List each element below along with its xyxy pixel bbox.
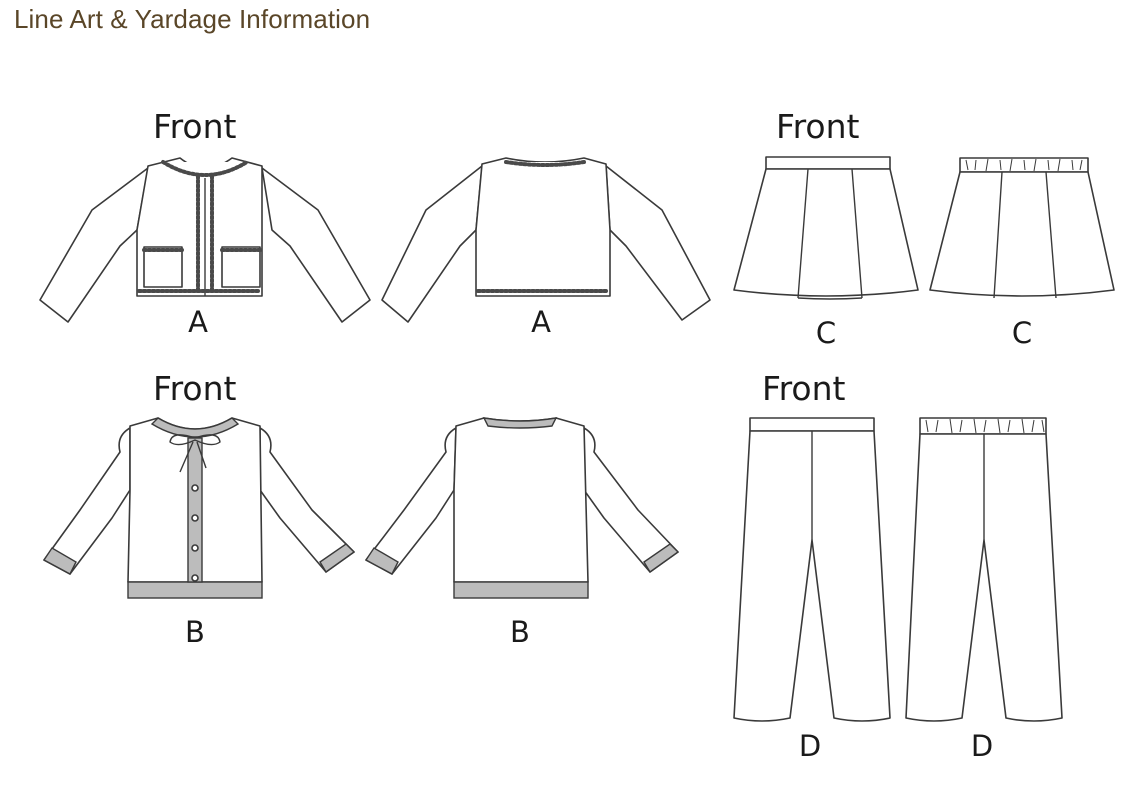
cardigan-b-button-2 bbox=[191, 514, 199, 522]
cardigan-b-buttonband bbox=[187, 437, 203, 583]
view-label-a-front: A bbox=[188, 305, 208, 339]
jacket-a-left-pocket bbox=[143, 246, 183, 288]
skirt-c-front-drawing: Front C bbox=[733, 107, 919, 350]
pants-d-back-gathers bbox=[925, 418, 1045, 434]
skirt-c-back-pleats bbox=[993, 171, 1057, 299]
cardigan-b-button-1 bbox=[191, 484, 199, 492]
jacket-a-left-sleeve bbox=[39, 167, 149, 323]
cardigan-b-back-left-cuff bbox=[364, 547, 399, 575]
view-label-d-front: D bbox=[799, 729, 821, 763]
cardigan-b-bow bbox=[169, 434, 221, 473]
page-title: Line Art & Yardage Information bbox=[14, 4, 371, 34]
front-heading-d: Front bbox=[762, 369, 846, 408]
skirt-c-waistband bbox=[765, 156, 891, 170]
cardigan-b-back-right-cuff bbox=[643, 543, 680, 574]
cardigan-b-back-drawing: B bbox=[364, 417, 680, 649]
cardigan-b-button-4 bbox=[191, 574, 199, 582]
jacket-a-front-drawing: Front A bbox=[39, 107, 371, 339]
pants-d-waistband bbox=[749, 417, 875, 432]
skirt-c-back-drawing: C bbox=[929, 157, 1115, 350]
cardigan-b-back-body bbox=[453, 417, 589, 583]
front-heading-b: Front bbox=[153, 369, 237, 408]
cardigan-b-left-sleeve bbox=[43, 427, 131, 575]
front-heading-c: Front bbox=[776, 107, 860, 146]
view-label-d-back: D bbox=[971, 729, 993, 763]
cardigan-b-right-cuff bbox=[319, 543, 356, 574]
cardigan-b-button-3 bbox=[191, 544, 199, 552]
pants-d-back-body bbox=[905, 433, 1063, 722]
view-label-c-back: C bbox=[1012, 316, 1032, 350]
cardigan-b-back-right-sleeve bbox=[583, 427, 679, 573]
front-heading-a: Front bbox=[153, 107, 237, 146]
cardigan-b-front-drawing: Front B bbox=[42, 369, 356, 649]
view-label-a-back: A bbox=[531, 305, 551, 339]
pants-d-body bbox=[733, 430, 891, 722]
jacket-a-back-neck-trim bbox=[504, 160, 586, 167]
cardigan-b-hemband bbox=[127, 581, 263, 599]
cardigan-b-right-sleeve bbox=[259, 427, 355, 573]
jacket-a-right-sleeve bbox=[261, 167, 371, 323]
jacket-a-back-body bbox=[475, 157, 611, 297]
jacket-a-right-pocket bbox=[221, 246, 261, 288]
view-label-c-front: C bbox=[816, 316, 836, 350]
cardigan-b-back-left-sleeve bbox=[365, 427, 457, 575]
skirt-c-back-gathers bbox=[965, 158, 1083, 172]
cardigan-b-back-hemband bbox=[453, 581, 589, 599]
pants-d-back-waist bbox=[919, 417, 1047, 435]
cardigan-b-left-cuff bbox=[42, 547, 77, 575]
jacket-a-back-drawing: A bbox=[381, 157, 711, 339]
pants-d-back-drawing: D bbox=[905, 417, 1063, 763]
pants-d-front-drawing: Front D bbox=[733, 369, 891, 763]
skirt-c-pleat-hem bbox=[797, 297, 863, 300]
cardigan-b-neckband bbox=[150, 417, 240, 438]
jacket-a-neck-trim bbox=[161, 160, 249, 177]
jacket-a-back-right-sleeve bbox=[605, 165, 711, 321]
skirt-c-pleats bbox=[797, 168, 863, 299]
skirt-c-body bbox=[733, 168, 919, 297]
jacket-a-back-left-sleeve bbox=[381, 165, 483, 323]
view-label-b-back: B bbox=[510, 615, 530, 649]
cardigan-b-back-neckband bbox=[482, 417, 558, 429]
view-label-b-front: B bbox=[185, 615, 205, 649]
skirt-c-back-body bbox=[929, 171, 1115, 297]
